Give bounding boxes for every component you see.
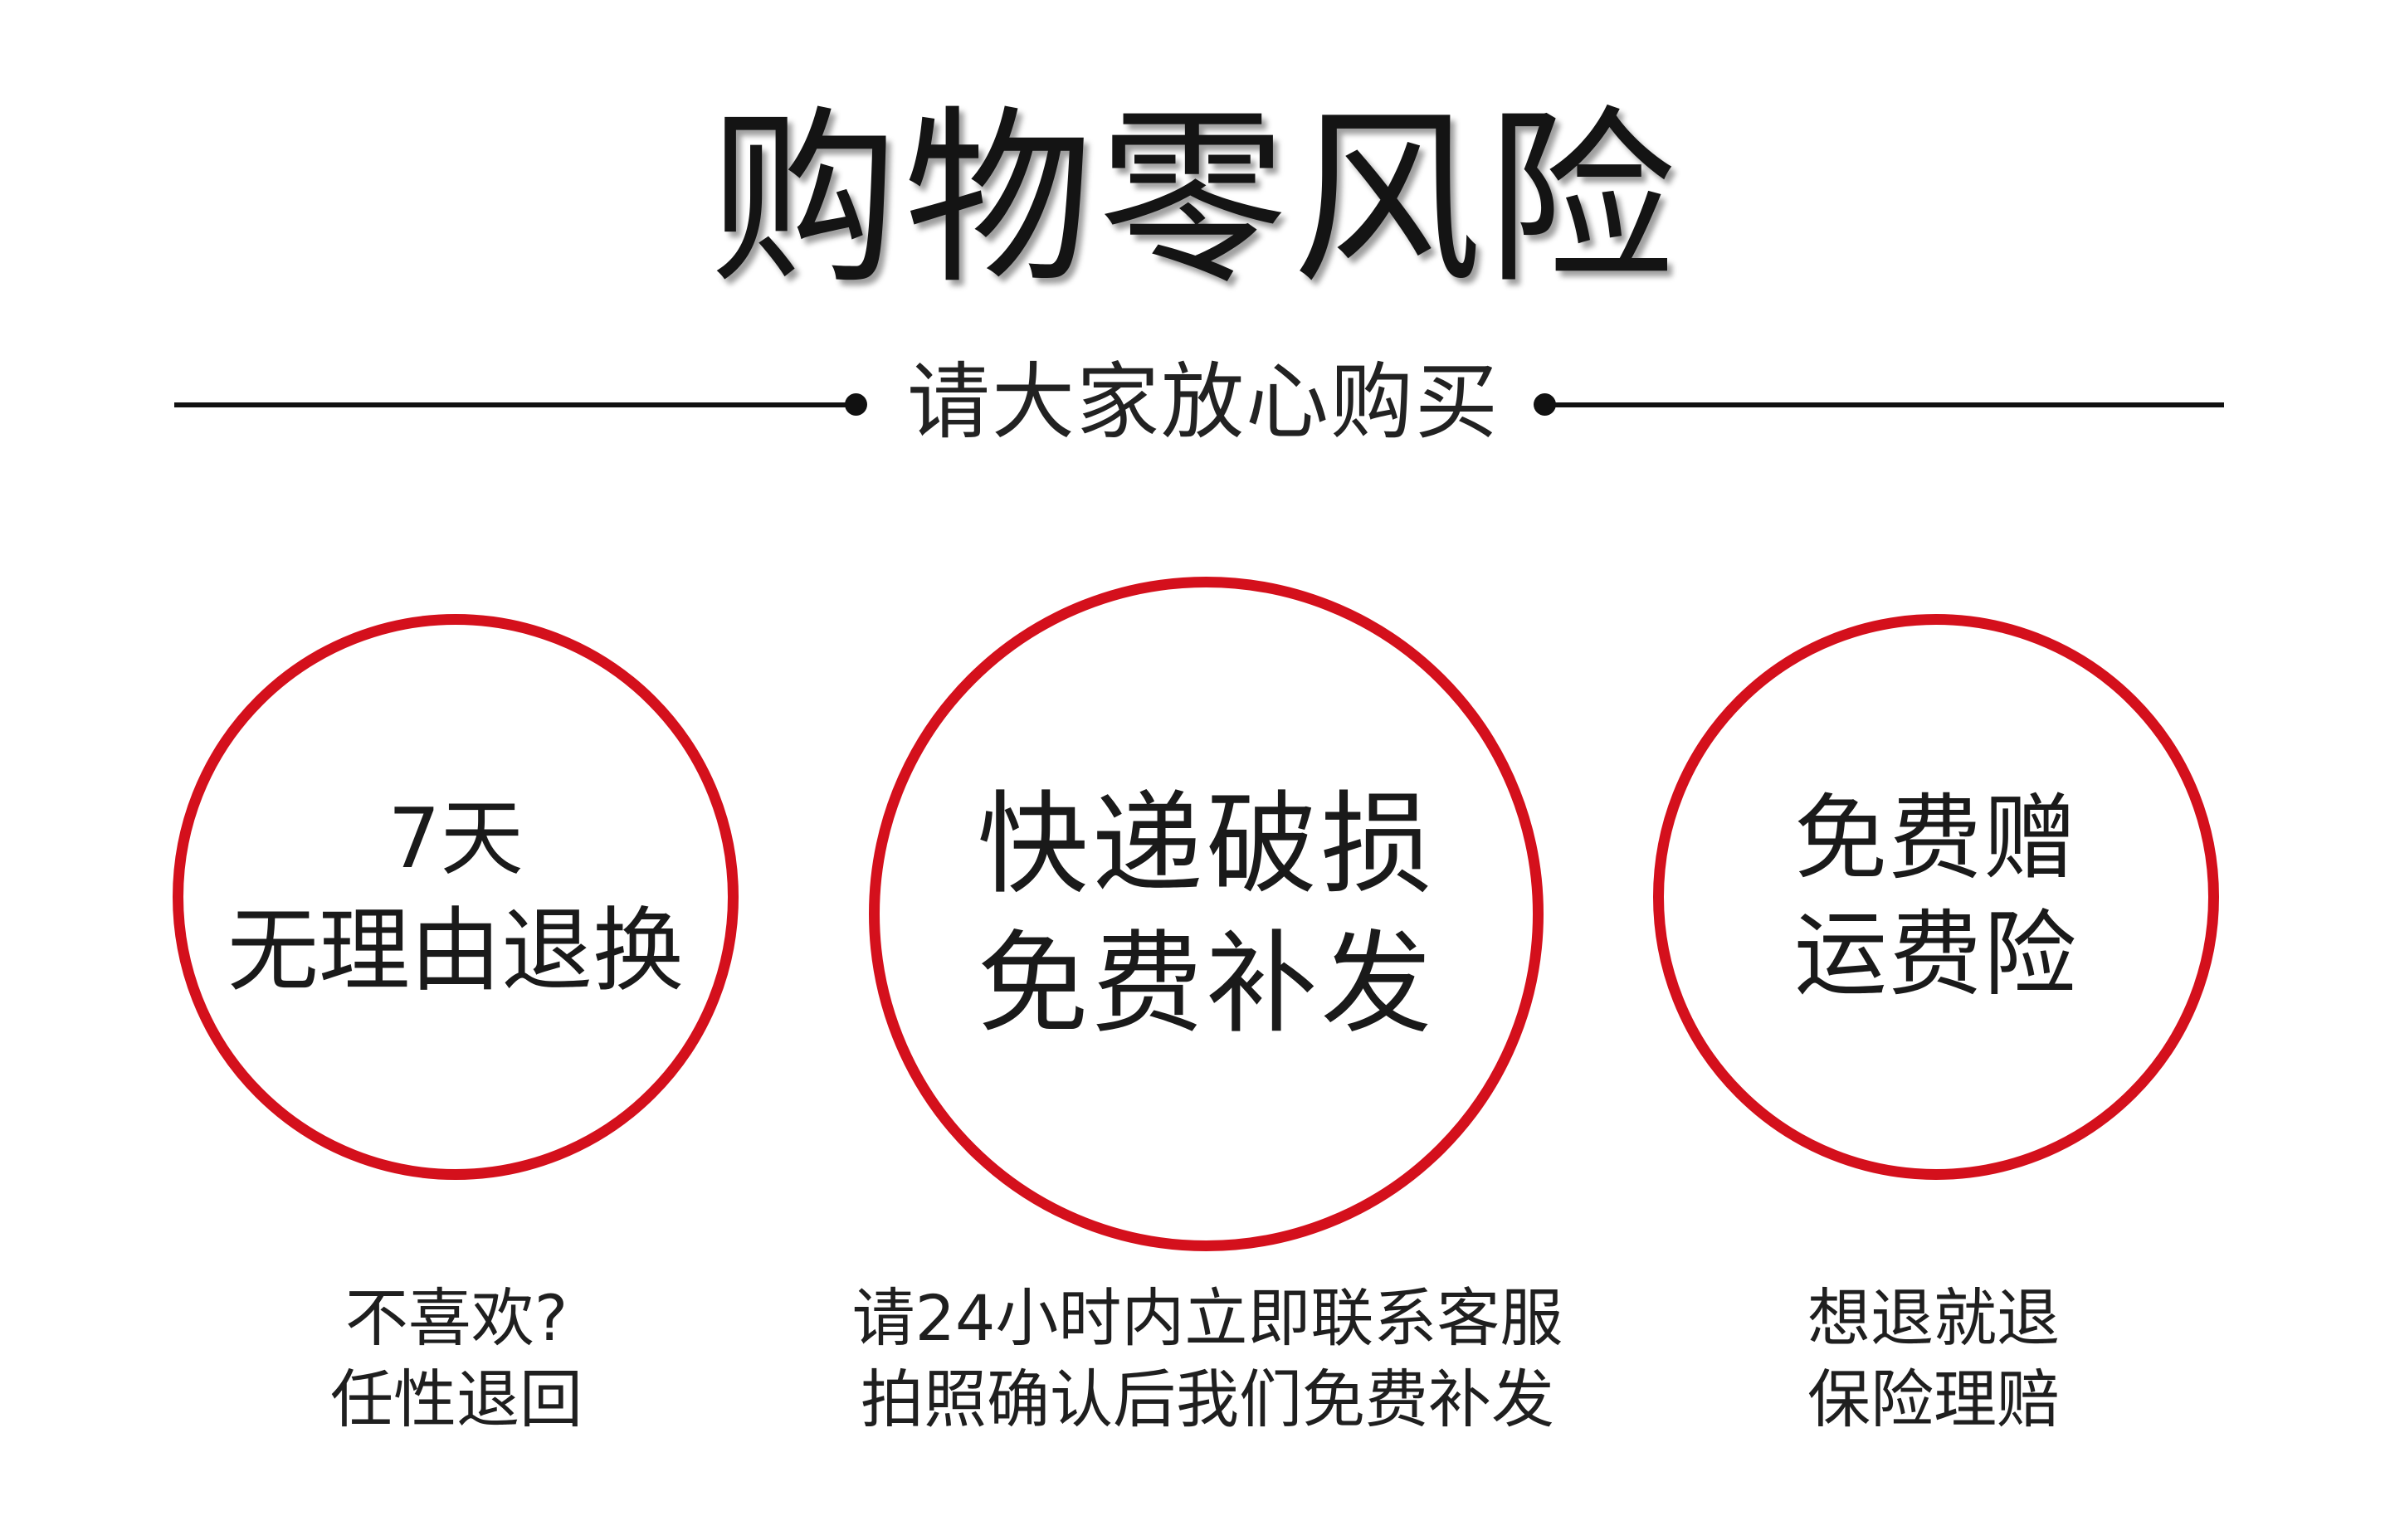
- feature-circle-return: 7天 无理由退换: [173, 614, 739, 1180]
- feature-caption-line: 想退就退: [1807, 1281, 2060, 1355]
- feature-circle-insurance: 免费赠 运费险: [1653, 614, 2219, 1180]
- feature-circle-damage: 快递破损 免费补发: [869, 577, 1544, 1251]
- feature-caption-line: 请24小时内立即联系客服: [851, 1281, 1563, 1355]
- divider-right: [1550, 402, 2224, 407]
- page-subtitle: 请大家放心购买: [907, 353, 1500, 451]
- feature-caption-insurance: 想退就退 保险理赔: [1751, 1278, 2116, 1440]
- divider-left: [174, 402, 851, 407]
- feature-circle-text: 7天: [388, 790, 524, 887]
- divider-dot-left: [845, 393, 867, 416]
- feature-caption-line: 拍照确认后我们免费补发: [861, 1362, 1554, 1436]
- feature-caption-line: 保险理赔: [1807, 1362, 2060, 1436]
- feature-caption-return: 不喜欢? 任性退回: [274, 1278, 639, 1440]
- feature-circle-text: 免费赠: [1794, 785, 2078, 893]
- feature-caption-damage: 请24小时内立即联系客服 拍照确认后我们免费补发: [780, 1278, 1635, 1440]
- page-title: 购物零风险: [710, 89, 1680, 309]
- feature-circle-text: 无理由退换: [227, 898, 684, 1004]
- feature-caption-line: 不喜欢?: [344, 1281, 568, 1355]
- feature-circle-text: 运费险: [1794, 901, 2078, 1009]
- feature-circle-text: 免费补发: [977, 919, 1436, 1049]
- feature-caption-line: 任性退回: [330, 1362, 583, 1436]
- feature-circle-text: 快递破损: [977, 779, 1436, 909]
